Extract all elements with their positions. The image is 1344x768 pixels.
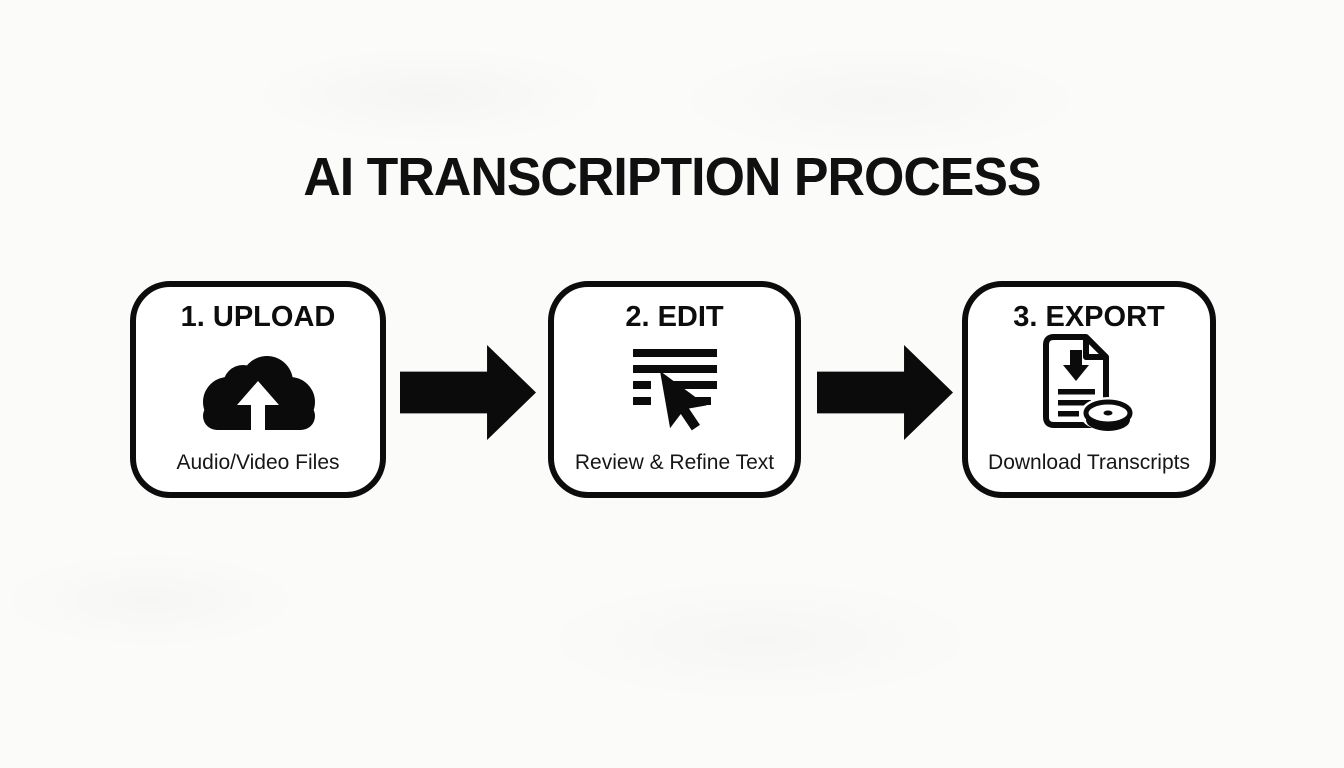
- cloud-upload-icon: [136, 334, 380, 450]
- step-heading-edit: 2. EDIT: [625, 301, 724, 333]
- step-box-export: 3. EXPORT Download Transcripts: [962, 281, 1216, 498]
- right-arrow-icon: [817, 345, 953, 440]
- right-arrow-icon: [400, 345, 536, 440]
- step-heading-export: 3. EXPORT: [1013, 301, 1165, 333]
- step-box-upload: 1. UPLOAD Audio/Video Files: [130, 281, 386, 498]
- step-box-edit: 2. EDIT Review & Refine Text: [548, 281, 801, 498]
- document-download-disc-icon: [968, 333, 1210, 434]
- diagram-title: AI TRANSCRIPTION PROCESS: [303, 147, 1041, 207]
- step-heading-upload: 1. UPLOAD: [180, 301, 336, 333]
- step-caption-export: Download Transcripts: [988, 450, 1190, 474]
- text-select-cursor-icon: [554, 334, 795, 450]
- step-caption-upload: Audio/Video Files: [176, 450, 340, 474]
- step-caption-edit: Review & Refine Text: [574, 450, 775, 474]
